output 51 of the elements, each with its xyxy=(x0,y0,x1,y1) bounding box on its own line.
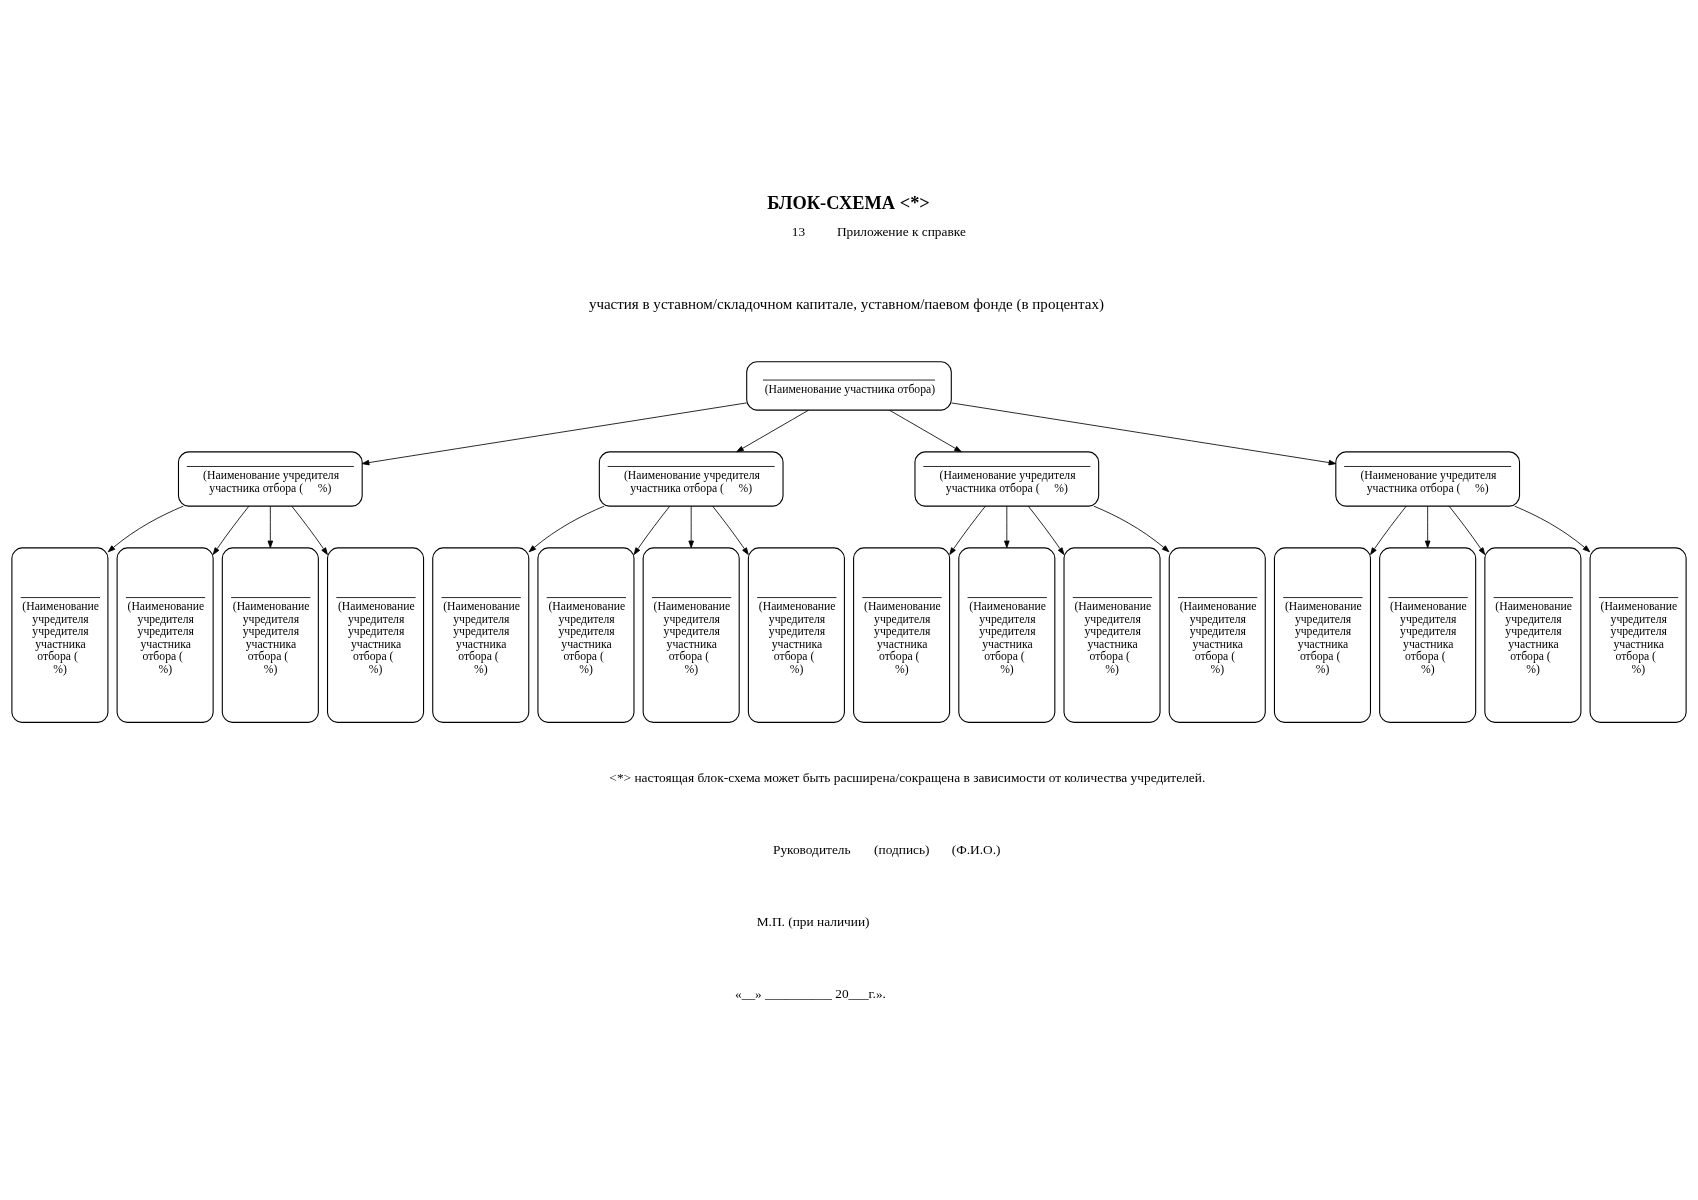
arrow xyxy=(889,409,962,452)
arrow xyxy=(267,505,274,548)
label: Приложение к справке xyxy=(836,223,966,239)
node-box: (Наименование учредителя учредителя участника отбора ( %) xyxy=(1063,546,1161,723)
arrow xyxy=(951,402,1337,465)
label: «__» __________ 20___г.». xyxy=(735,985,886,1001)
arrow xyxy=(1370,505,1407,555)
arrow xyxy=(1093,505,1170,552)
node-box: (Наименование учредителя учредителя участника отбора ( %) xyxy=(1379,546,1477,723)
node-box: (Наименование учредителя учредителя участника отбора ( %) xyxy=(1168,546,1266,723)
node-box: (Наименование учредителя учредителя участника отбора ( %) xyxy=(537,546,635,723)
node-box: (Наименование учредителя участника отбора ( %) xyxy=(598,450,784,507)
label: <*> настоящая блок-схема может быть расширена/сокращена в зависимости от количества учредителей. xyxy=(609,769,1206,785)
arrow xyxy=(736,409,809,452)
node-box: (Наименование учредителя учредителя участника отбора ( %) xyxy=(1273,546,1371,723)
arrow xyxy=(291,505,328,555)
arrow xyxy=(107,505,184,552)
label: (подпись) xyxy=(874,841,930,857)
arrow xyxy=(1448,505,1486,555)
arrow xyxy=(1424,505,1431,548)
node-box: (Наименование учредителя учредителя участника отбора ( %) xyxy=(958,546,1056,723)
node-box: (Наименование учредителя учредителя участника отбора ( %) xyxy=(642,546,740,723)
label: участия в уставном/складочном капитале, уставном/паевом фонде (в процентах) xyxy=(588,295,1105,312)
label: 13 xyxy=(791,223,806,239)
arrow xyxy=(688,505,694,548)
label: Руководитель xyxy=(773,841,851,857)
arrow xyxy=(1027,505,1065,555)
node-box: (Наименование учредителя участника отбора ( %) xyxy=(914,450,1100,507)
node-box: (Наименование учредителя учредителя участника отбора ( %) xyxy=(747,546,845,723)
label: М.П. (при наличии) xyxy=(756,913,870,929)
node-box: (Наименование учредителя учредителя участника отбора ( %) xyxy=(221,546,319,723)
arrow xyxy=(949,505,986,555)
node-box: (Наименование учредителя учредителя участника отбора ( %) xyxy=(432,546,530,723)
arrow xyxy=(1514,505,1591,552)
node-box: (Наименование учредителя учредителя участника отбора ( %) xyxy=(1484,546,1582,723)
node-box: (Наименование учредителя учредителя участника отбора ( %) xyxy=(1589,546,1687,723)
label: (Ф.И.О.) xyxy=(951,841,1001,857)
arrow xyxy=(528,505,605,552)
arrow xyxy=(212,505,250,555)
arrow xyxy=(1004,505,1010,548)
node-box: (Наименование учредителя участника отбора ( %) xyxy=(1335,450,1521,507)
node-box: (Наименование учредителя учредителя участника отбора ( %) xyxy=(327,546,425,723)
arrow xyxy=(633,505,671,555)
arrow xyxy=(712,505,749,555)
node-box: (Наименование учредителя участника отбора ( %) xyxy=(177,450,363,507)
diagram-title: БЛОК-СХЕМА <*> xyxy=(767,192,930,213)
node-box: (Наименование участника отбора) xyxy=(746,360,952,411)
node-box: (Наименование учредителя учредителя участника отбора ( %) xyxy=(853,546,951,723)
node-box: (Наименование учредителя учредителя участника отбора ( %) xyxy=(11,546,109,723)
arrow xyxy=(361,402,747,465)
node-box: (Наименование учредителя учредителя участника отбора ( %) xyxy=(116,546,214,723)
